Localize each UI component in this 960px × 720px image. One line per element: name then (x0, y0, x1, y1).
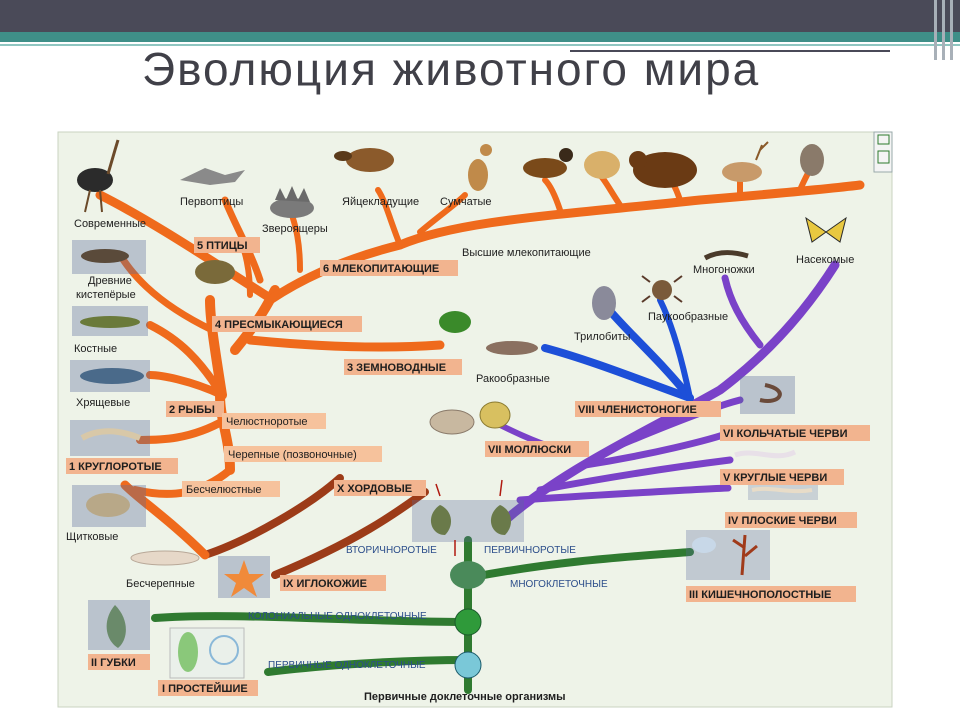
title-rule (570, 50, 890, 52)
class-labels: 1 КРУГЛОРОТЫЕ 2 РЫБЫ 3 ЗЕМНОВОДНЫЕ 4 ПРЕ… (66, 237, 462, 474)
primate-icon (800, 144, 824, 176)
cnidaria-icons (686, 530, 770, 580)
fish-pictures (70, 240, 150, 527)
label-myriapods: Многоножки (693, 264, 755, 276)
phylum-echinoderms: IX ИГЛОКОЖИЕ (283, 578, 367, 590)
phylum-chordates: X ХОРДОВЫЕ (337, 483, 412, 495)
light-stripe (0, 44, 960, 46)
teal-stripe (0, 32, 960, 42)
label-arachnids: Паукообразные (648, 311, 728, 323)
label-monotremes: Яйцекладущие (342, 196, 419, 208)
label-ancient-lobe-finned-1: Древние (88, 275, 132, 287)
leopard-icon (584, 151, 620, 179)
subgroup-labels: Челюстноротые Черепные (позвоночные) Бес… (182, 413, 382, 497)
label-ancient-lobe-finned-2: кистепёрые (76, 289, 136, 301)
butterfly-icon (805, 216, 847, 243)
label-cranial: Черепные (позвоночные) (228, 449, 357, 461)
label-marsupials: Сумчатые (440, 196, 492, 208)
crayfish-icon (486, 341, 538, 355)
protozoa-icon (169, 627, 245, 679)
label-protostomes: ПЕРВИЧНОРОТЫЕ (484, 545, 576, 556)
slide-title: Эволюция животного мира (142, 43, 761, 95)
ostrich-icon (77, 139, 120, 213)
label-trilobites: Трилобиты (574, 331, 631, 343)
label-cartilaginous: Хрящевые (76, 397, 130, 409)
pterodactyl-icon (180, 168, 245, 185)
class-mammals: 6 МЛЕКОПИТАЮЩИЕ (323, 263, 439, 275)
deer-icon (722, 141, 769, 182)
embryo-icons (412, 500, 524, 542)
cell-icons (450, 561, 486, 679)
class-cyclostomes: 1 КРУГЛОРОТЫЕ (69, 461, 162, 473)
print-icon[interactable] (877, 150, 890, 164)
label-higher-mammals: Высшие млекопитающие (462, 247, 591, 259)
label-theriodonts: Звероящеры (262, 223, 328, 235)
class-birds: 5 ПТИЦЫ (197, 240, 248, 252)
stegosaurus-icon (270, 186, 314, 218)
kangaroo-icon (468, 144, 492, 191)
turtle-icon (195, 260, 235, 284)
class-fish: 2 РЫБЫ (169, 404, 215, 416)
millipede-icon (703, 250, 749, 261)
sponge-icon (88, 600, 150, 650)
dog-icon (523, 148, 573, 178)
expand-icon[interactable] (877, 134, 890, 145)
phylum-protists: I ПРОСТЕЙШИЕ (162, 682, 248, 695)
phylum-roundworms: V КРУГЛЫЕ ЧЕРВИ (723, 472, 827, 484)
label-jawed: Челюстноротые (226, 416, 308, 428)
class-amphibians: 3 ЗЕМНОВОДНЫЕ (347, 362, 446, 374)
root-label: Первичные доклеточные организмы (364, 691, 566, 703)
arrows (435, 479, 503, 556)
bear-icon (629, 151, 697, 188)
animal-labels: Современные Первоптицы Звероящеры Яйцекл… (66, 196, 854, 590)
mollusk-icons (429, 401, 511, 435)
phylum-mollusks: VII МОЛЛЮСКИ (488, 444, 571, 456)
label-crustaceans: Ракообразные (476, 373, 550, 385)
platypus-icon (334, 148, 394, 172)
label-deuterostomes: ВТОРИЧНОРОТЫЕ (346, 545, 437, 556)
frog-icon (439, 311, 471, 333)
phylum-sponges: II ГУБКИ (91, 657, 136, 669)
spider-icon (641, 275, 683, 303)
branch-labels: ВТОРИЧНОРОТЫЕ ПЕРВИЧНОРОТЫЕ МНОГОКЛЕТОЧН… (248, 545, 608, 671)
phylum-annelids: VI КОЛЬЧАТЫЕ ЧЕРВИ (723, 428, 848, 440)
trilobite-icon (592, 286, 616, 320)
top-banner (0, 0, 960, 32)
label-modern: Современные (74, 218, 146, 230)
phylum-cnidaria: III КИШЕЧНОПОЛОСТНЫЕ (689, 589, 831, 601)
label-insects: Насекомые (796, 254, 854, 266)
dark-branches (201, 474, 429, 579)
label-bony: Костные (74, 343, 117, 355)
label-colonial: КОЛОНИАЛЬНЫЕ ОДНОКЛЕТОЧНЫЕ (248, 611, 427, 622)
label-armored: Щитковые (66, 531, 118, 543)
phylum-arthropods: VIII ЧЛЕНИСТОНОГИЕ (578, 404, 697, 416)
corner-decoration (930, 0, 960, 60)
label-primary-unicellular: ПЕРВИЧНЫЕ ОДНОКЛЕТОЧНЫЕ (268, 660, 426, 671)
label-acrania: Бесчерепные (126, 578, 195, 590)
lancelet-icon (130, 550, 200, 566)
starfish-icon (218, 556, 270, 598)
label-jawless: Бесчелюстные (186, 484, 262, 496)
class-reptiles: 4 ПРЕСМЫКАЮЩИЕСЯ (215, 319, 343, 331)
phylum-labels: I ПРОСТЕЙШИЕ II ГУБКИ III КИШЕЧНОПОЛОСТН… (88, 401, 870, 696)
label-first-birds: Первоптицы (180, 196, 243, 208)
phylum-flatworms: IV ПЛОСКИЕ ЧЕРВИ (728, 515, 837, 527)
label-multicellular: МНОГОКЛЕТОЧНЫЕ (510, 579, 608, 590)
